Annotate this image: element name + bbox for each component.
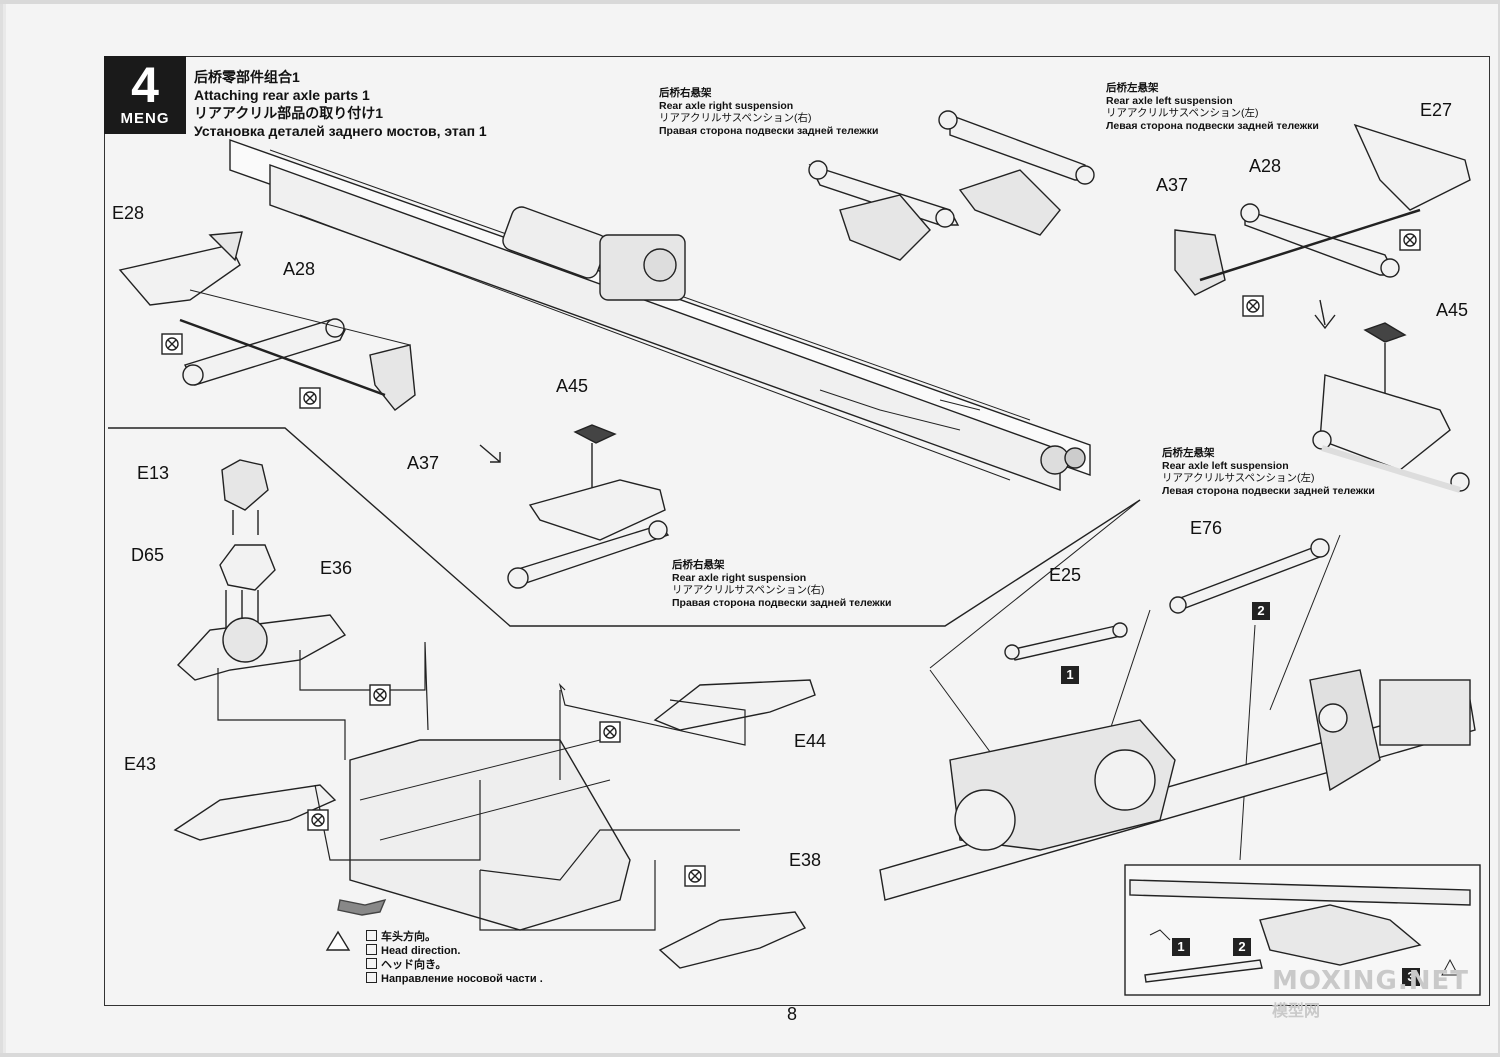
title-ru: Установка деталей заднего мостов, этап 1 [194,123,487,139]
part-label: A37 [1156,175,1189,195]
detail-inset [1124,864,1481,996]
inset-badge-3: 3 [1402,968,1420,986]
watermark-sub: 模型网 [1272,1001,1321,1020]
brand-logo: MENG [120,110,170,127]
title-ja: リアアクリル部品の取り付け1 [194,105,384,121]
title-zh: 后桥零部件组合1 [194,69,300,85]
step-badge: 4 MENG [104,56,186,134]
rear-axle-right-suspension-top [808,110,1095,261]
watermark: MOXING.NET [1272,966,1470,996]
section-divider-left [108,427,1141,627]
part-label: D65 [131,545,165,565]
part-label: E36 [320,558,353,578]
step-frame [104,56,1490,1006]
no-glue-symbols [161,229,1421,887]
section-divider-right [929,499,1141,669]
inset-badge-2: 2 [1233,938,1251,956]
part-label: E25 [1049,565,1082,585]
warning-icon [325,930,351,951]
part-label: A28 [283,259,316,279]
part-label: E76 [1190,518,1223,538]
part-label: E44 [794,731,827,751]
title-en: Attaching rear axle parts 1 [194,87,370,103]
part-label: A45 [1436,300,1469,320]
step-number: 4 [131,57,159,113]
part-label: E43 [124,754,157,774]
part-label: A28 [1249,156,1282,176]
sequence-badge-1: 1 [1061,666,1079,684]
part-label: A45 [556,376,589,396]
rear-axle-left-suspension-parts [1174,123,1471,493]
left-exploded-suspension [118,231,416,411]
differential-axle-exploded [173,459,816,969]
part-label: E28 [112,203,145,223]
inset-badge-1: 1 [1172,938,1190,956]
a45-mid-assembly [479,424,670,589]
part-label: E27 [1420,100,1453,120]
lower-right-chassis [879,669,1476,901]
part-label: A37 [407,453,440,473]
head-direction-legend: 车头方向。 Head direction. ヘッド向き。 Направление… [366,930,543,986]
page-number: 8 [787,1004,798,1024]
chassis-frame [229,139,1091,491]
step-title: 后桥零部件组合1 Attaching rear axle parts 1 リアア… [194,68,487,140]
head-direction-arrow [337,898,387,916]
part-label: E38 [789,850,822,870]
part-label: E13 [137,463,170,483]
sequence-badge-2: 2 [1252,602,1270,620]
